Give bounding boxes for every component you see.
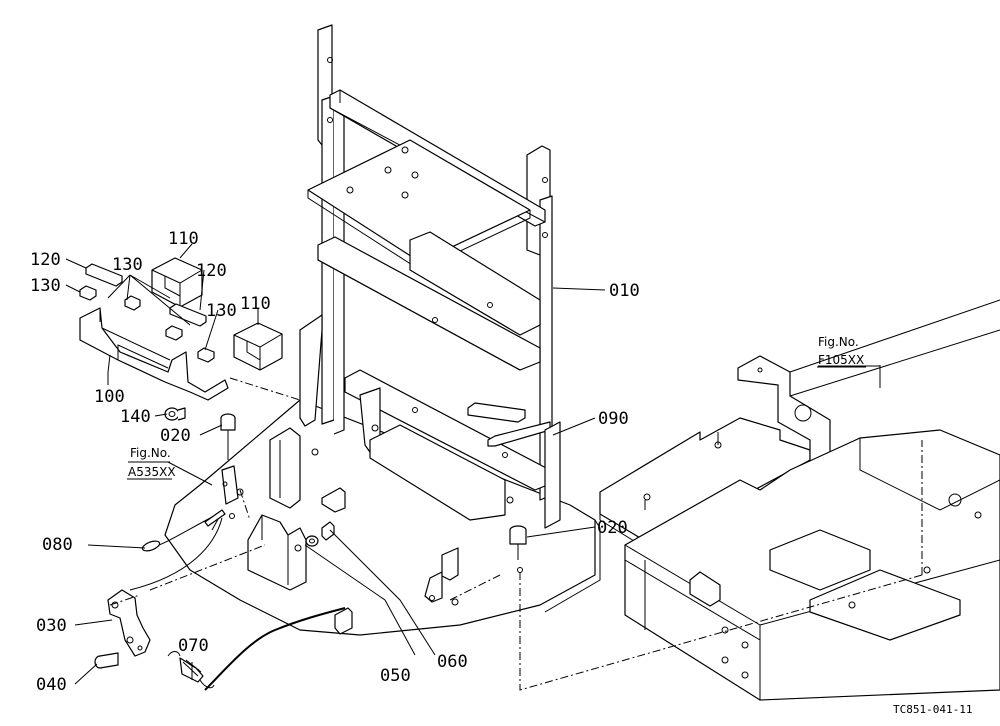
callout-020-left: 020 <box>160 426 191 446</box>
callout-140: 140 <box>120 407 151 427</box>
callout-110-top: 110 <box>168 229 199 249</box>
callout-020-right: 020 <box>597 518 628 538</box>
part-090 <box>467 402 561 529</box>
callout-070: 070 <box>178 636 209 656</box>
part-080-cable <box>129 509 226 591</box>
fig-ref-f105xx-line1: Fig.No. <box>818 335 859 349</box>
part-120-130-pads <box>79 263 215 363</box>
side-bracket <box>269 314 323 509</box>
reference-lines <box>109 377 923 691</box>
callout-010: 010 <box>609 281 640 301</box>
part-100-bracket <box>79 307 229 401</box>
callout-labels: 010 020 020 030 040 050 060 070 080 090 … <box>30 229 640 695</box>
fig-ref-f105xx-line2: F105XX <box>818 353 864 367</box>
callout-090: 090 <box>598 409 629 429</box>
fig-ref-f105xx: Fig.No. F105XX <box>817 335 866 368</box>
part-020-left <box>220 413 244 519</box>
callout-120-right: 120 <box>196 261 227 281</box>
part-030-lever <box>107 589 151 657</box>
part-040-bolt <box>94 652 119 669</box>
callout-100: 100 <box>94 387 125 407</box>
callout-030: 030 <box>36 616 67 636</box>
fig-ref-a535xx: Fig.No. A535XX <box>127 446 176 480</box>
callout-130-left: 130 <box>30 276 61 296</box>
callout-060: 060 <box>437 652 468 672</box>
part-070-spring <box>167 651 215 689</box>
fig-ref-a535xx-line1: Fig.No. <box>130 446 171 460</box>
part-140-nut <box>164 407 186 421</box>
fig-ref-a535xx-line2: A535XX <box>128 465 176 479</box>
drawing-code: TC851-041-11 <box>893 703 972 716</box>
tractor-frame <box>599 299 1000 701</box>
callout-120-left: 120 <box>30 250 61 270</box>
callout-040: 040 <box>36 675 67 695</box>
callout-110-right: 110 <box>240 294 271 314</box>
callout-130-right: 130 <box>206 301 237 321</box>
callout-130-middle: 130 <box>112 255 143 275</box>
callout-080: 080 <box>42 535 73 555</box>
latch-block <box>247 514 307 591</box>
leader-lines <box>65 243 881 685</box>
callout-050: 050 <box>380 666 411 686</box>
plate-clips <box>321 487 459 635</box>
